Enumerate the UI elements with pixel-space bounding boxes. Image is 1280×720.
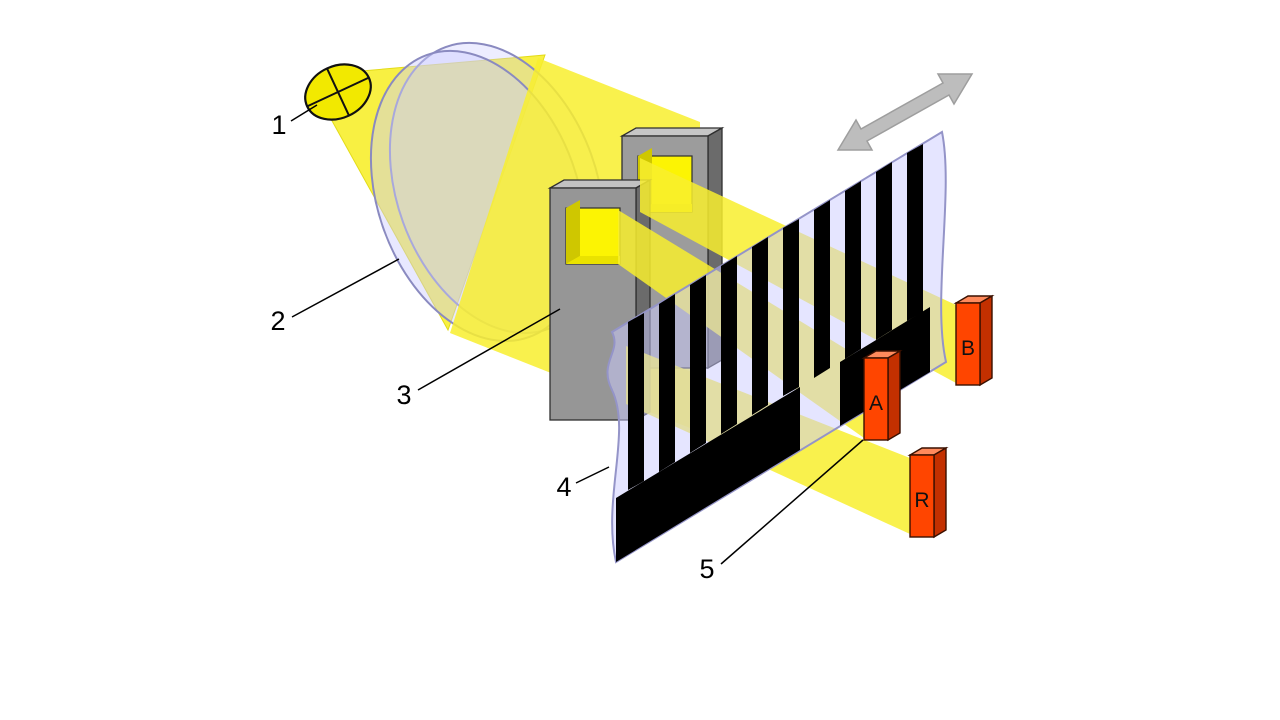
photodetector-a: A bbox=[861, 349, 903, 442]
scale-stripe bbox=[628, 313, 644, 490]
detector-b-front-face bbox=[955, 302, 981, 386]
scale-stripe bbox=[690, 275, 706, 453]
leader-line-2 bbox=[291, 258, 400, 318]
detector-a-label: A bbox=[869, 392, 883, 415]
scale-opaque-area-left bbox=[616, 387, 800, 562]
photodetector-b: B bbox=[953, 294, 995, 387]
callout-1-light-source: 1 bbox=[271, 110, 286, 140]
leader-line-4 bbox=[575, 466, 610, 484]
photodetector-r: R bbox=[907, 446, 949, 539]
callout-4-scale: 4 bbox=[556, 472, 571, 502]
scale-stripe bbox=[845, 181, 861, 359]
callout-2-lens: 2 bbox=[270, 306, 285, 336]
detector-a-front-face bbox=[863, 357, 889, 441]
detector-b-label: B bbox=[961, 337, 975, 360]
scale-stripe bbox=[721, 256, 737, 434]
leader-line-5 bbox=[720, 439, 864, 565]
leader-line-3 bbox=[417, 308, 561, 391]
detector-r-front-face bbox=[909, 454, 935, 538]
callout-5-photodetector: 5 bbox=[699, 554, 714, 584]
scale-stripe bbox=[907, 144, 923, 321]
bulb-cross-v bbox=[326, 68, 350, 116]
scale-stripe bbox=[783, 219, 799, 396]
mask-rear-top-face bbox=[619, 127, 725, 137]
scale-stripe bbox=[752, 237, 768, 415]
detector-a-side-face bbox=[887, 349, 901, 442]
mask-front-aperture-wall-left bbox=[566, 200, 580, 264]
detector-r-side-face bbox=[933, 446, 947, 539]
detector-b-side-face bbox=[979, 294, 993, 387]
scale-stripe bbox=[659, 294, 675, 472]
leader-line-1 bbox=[290, 104, 318, 122]
coded-scale-strip bbox=[606, 130, 948, 564]
callout-3-mask: 3 bbox=[396, 380, 411, 410]
movement-arrow-icon bbox=[836, 73, 974, 151]
scale-stripe bbox=[814, 200, 830, 378]
light-source-bulb bbox=[304, 63, 372, 121]
scale-stripe bbox=[876, 162, 892, 340]
detector-r-label: R bbox=[914, 489, 929, 512]
mask-front-top-face bbox=[547, 179, 653, 189]
mask-front-aperture-wall-bottom bbox=[566, 256, 620, 264]
